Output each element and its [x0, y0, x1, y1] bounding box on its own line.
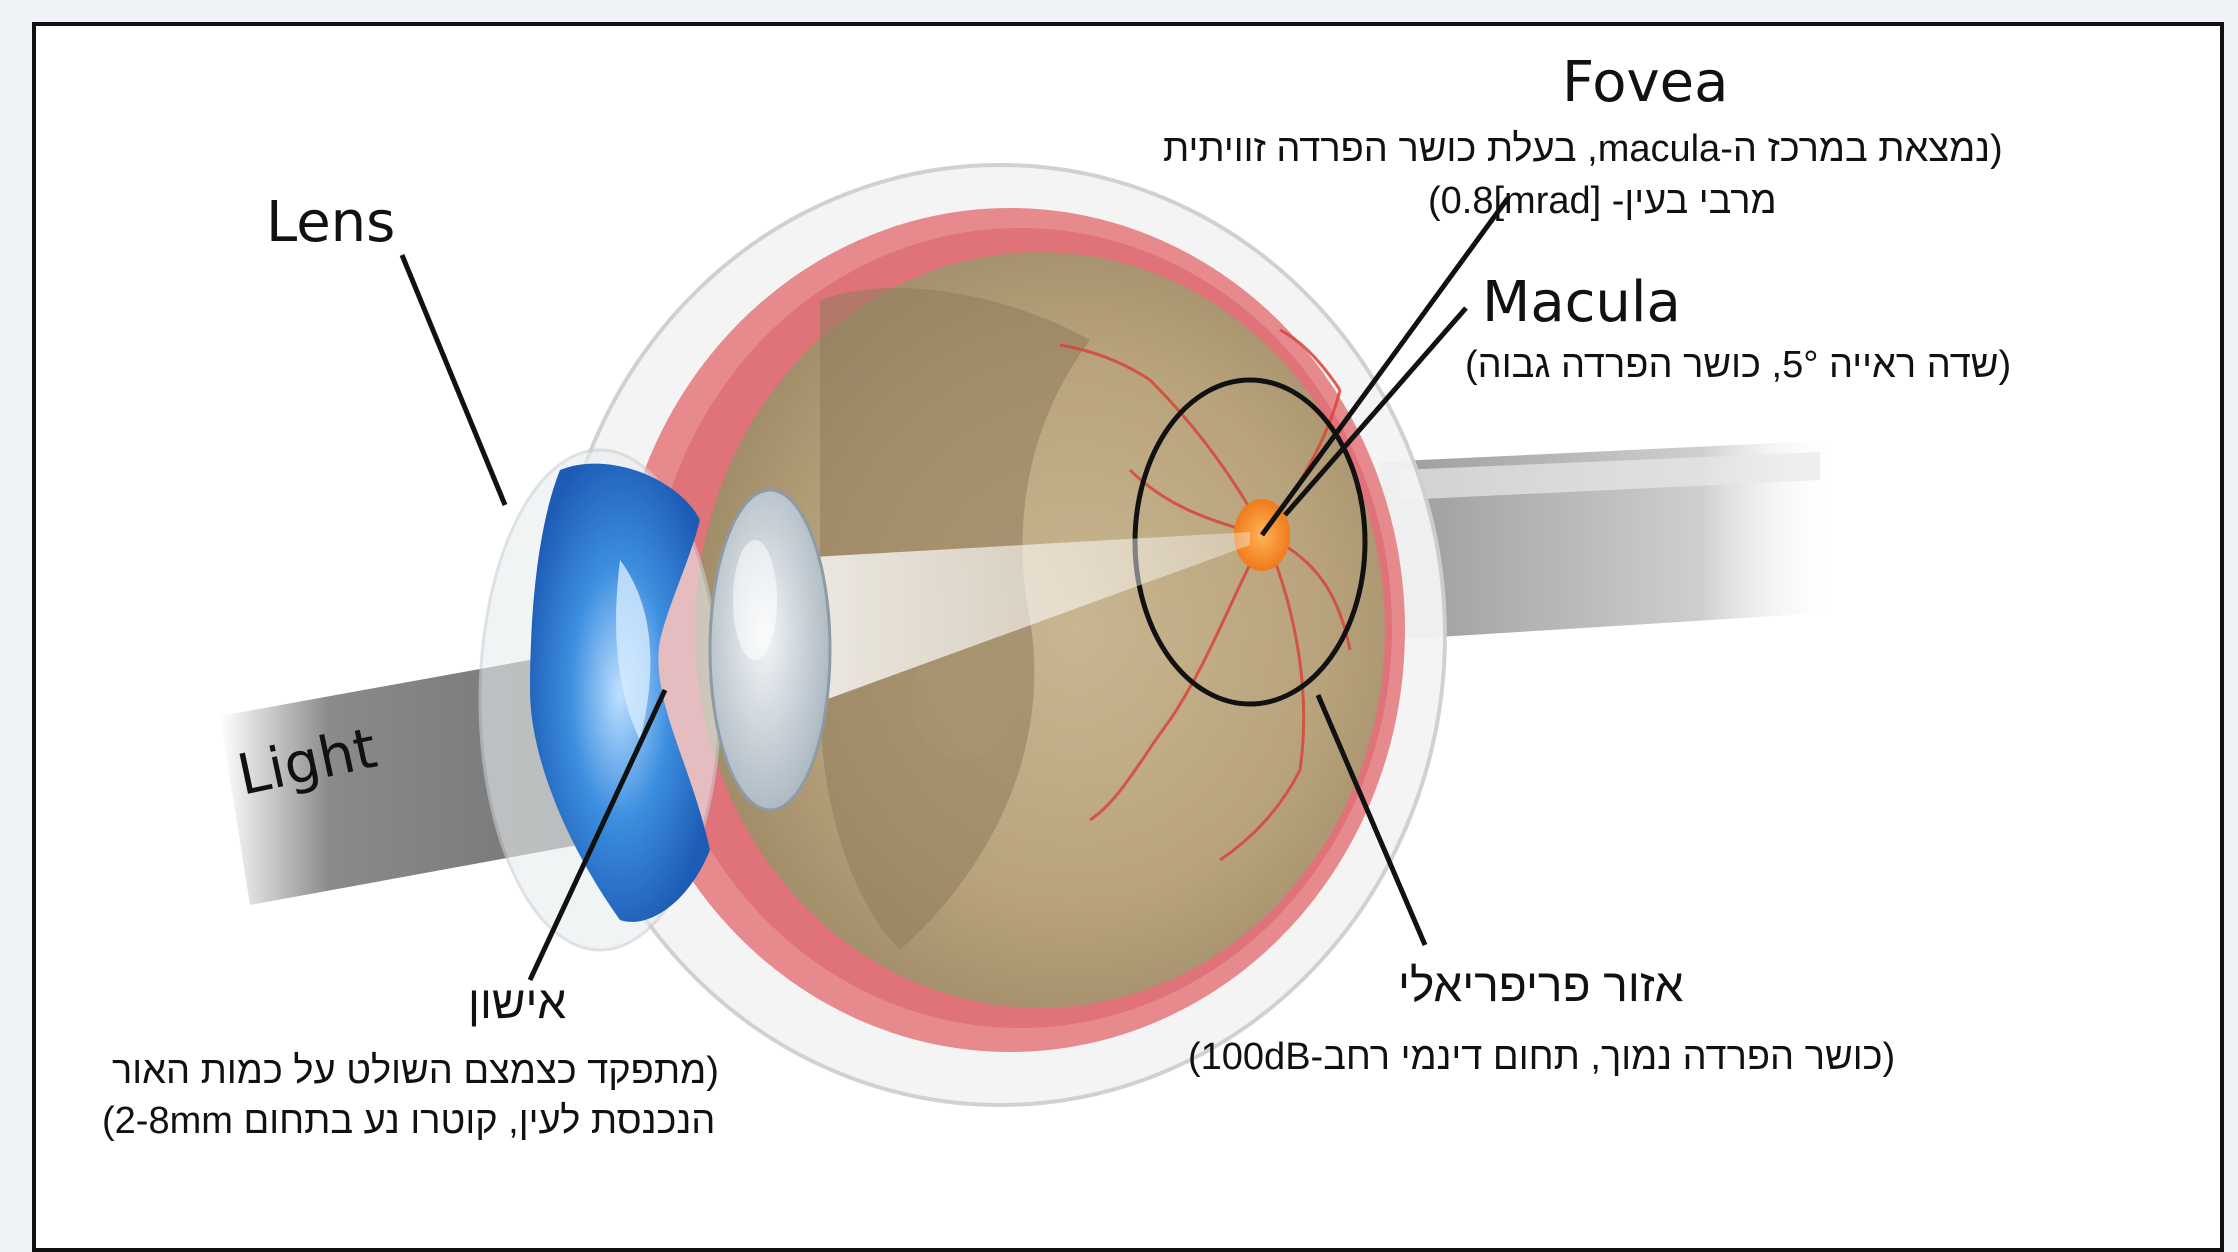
macula-description: (שדה ראייה 5°, כושר הפרדה גבוה): [1465, 344, 2011, 387]
pupil-description-line1: (מתפקד כצמצם השולט על כמות האור: [112, 1050, 719, 1093]
fovea-description-line1: (נמצאת במרכז ה-macula, בעלת כושר הפרדה ז…: [1163, 128, 2003, 171]
pupil-description-line2: הנכנסת לעין, קוטרו נע בתחום 2-8mm): [102, 1100, 715, 1143]
peripheral-title: אזור פריפריאלי: [1398, 958, 1684, 1012]
peripheral-description: (כושר הפרדה נמוך, תחום דינמי רחב-100dB): [1188, 1036, 1895, 1079]
fovea-description-line2: מרבי בעין- [mrad]0.8): [1428, 180, 1777, 223]
crystalline-lens: [710, 490, 830, 810]
fovea-title: Fovea: [1562, 50, 1728, 115]
optic-nerve: [1380, 440, 1840, 640]
lens-pointer-line: [402, 255, 505, 505]
macula-title: Macula: [1482, 270, 1681, 335]
pupil-title: אישון: [468, 975, 566, 1029]
eye-illustration: [0, 0, 2238, 1221]
lens-label: Lens: [266, 190, 395, 255]
